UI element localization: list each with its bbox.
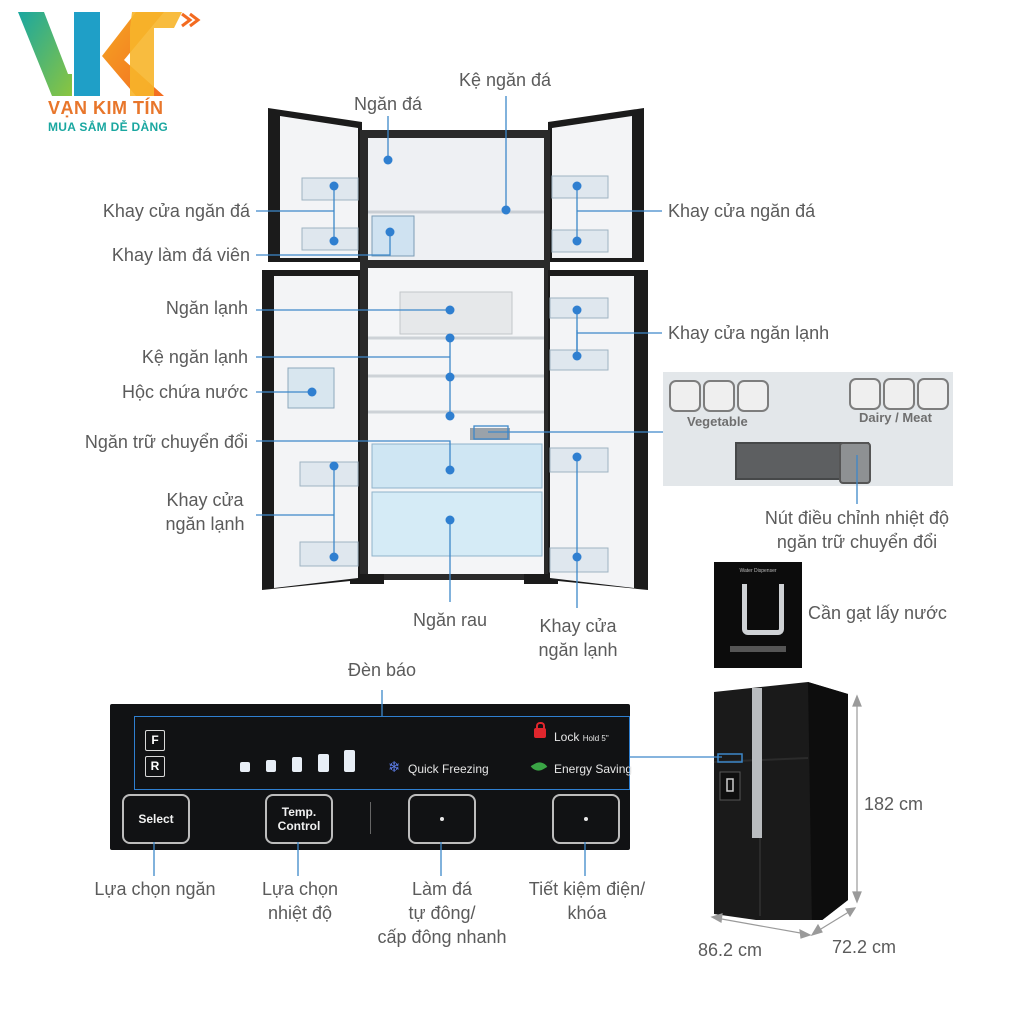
selector-knob[interactable]: [839, 442, 871, 484]
meat-icon: [917, 378, 949, 410]
brand-slogan: MUA SẮM DỄ DÀNG: [48, 120, 169, 134]
left-freezer-door: [268, 108, 362, 262]
label-line-1: Lựa chọn: [261, 879, 339, 899]
label-ngan-da: Ngăn đá: [353, 94, 423, 114]
label-ke-ngan-da: Kệ ngăn đá: [458, 70, 552, 90]
label-line-1: Làm đá: [411, 879, 473, 899]
label-hoc-chua-nuoc: Hộc chứa nước: [122, 382, 248, 402]
grapes-icon: [737, 380, 769, 412]
temp-level-3: [292, 757, 302, 772]
label-den-bao: Đèn báo: [347, 660, 417, 680]
dispenser-lever[interactable]: [742, 584, 784, 635]
label-line-2: ngăn trữ chuyển đổi: [776, 532, 938, 552]
label-nut-dieu-chinh: Nút điều chỉnh nhiệt độ ngăn trữ chuyển …: [732, 506, 982, 554]
conversion-selector-panel: Vegetable Dairy / Meat: [663, 372, 953, 486]
temp-level-4: [318, 754, 329, 772]
label-tiet-kiem: Tiết kiệm điện/ khóa: [510, 877, 664, 925]
fish-icon: [883, 378, 915, 410]
label-lua-chon-nhiet-do: Lựa chọn nhiệt độ: [238, 877, 362, 925]
energy-lock-button[interactable]: [552, 794, 620, 844]
label-lam-da: Làm đá tự đông/ cấp đông nhanh: [360, 877, 524, 949]
label-ngan-tru-chuyen-doi: Ngăn trữ chuyển đổi: [84, 432, 248, 452]
label-line-3: cấp đông nhanh: [377, 927, 507, 947]
label-line-2: ngăn lạnh: [538, 640, 618, 660]
label-line-1: Khay cửa: [539, 616, 617, 636]
brand-logo: VẠN KIM TÍN MUA SẮM DỄ DÀNG: [14, 8, 204, 138]
water-dispenser-closeup: Water Dispenser: [714, 562, 802, 668]
lock-hold-hint: Hold 5": [582, 734, 609, 743]
label-ngan-rau: Ngăn rau: [412, 610, 488, 630]
lock-text: Lock: [554, 730, 580, 744]
label-line-1: Nút điều chỉnh nhiệt độ: [764, 508, 950, 528]
dimension-depth: 72.2 cm: [832, 937, 897, 957]
label-can-gat-lay-nuoc: Cần gạt lấy nước: [808, 603, 947, 623]
label-khay-cua-ngan-lanh-left: Khay cửa ngăn lạnh: [140, 488, 270, 536]
control-panel: F R ❄ Quick Freezing Lock Hold 5" Energy…: [110, 704, 633, 850]
label-khay-cua-ngan-da-right: Khay cửa ngăn đá: [668, 201, 816, 221]
logo-mark: [18, 12, 201, 96]
tomato-icon: [703, 380, 735, 412]
dimension-width: 86.2 cm: [698, 940, 763, 960]
label-khay-cua-ngan-lanh-right: Khay cửa ngăn lạnh: [668, 323, 830, 343]
right-freezer-door: [548, 108, 644, 262]
temp-level-5: [344, 750, 355, 772]
cheese-icon: [849, 378, 881, 410]
label-lua-chon-ngan: Lựa chọn ngăn: [94, 879, 216, 899]
dispenser-caption: Water Dispenser: [739, 568, 777, 574]
freezer-indicator: F: [145, 730, 165, 751]
indicator-group-frame: [134, 716, 630, 790]
vegetable-label: Vegetable: [687, 414, 748, 429]
temp-control-button[interactable]: Temp. Control: [265, 794, 333, 844]
fridge-open-illustration: [262, 108, 648, 590]
label-line-2: nhiệt độ: [267, 903, 333, 923]
label-khay-lam-da-vien: Khay làm đá viên: [111, 245, 250, 265]
lock-icon: [534, 722, 546, 738]
label-line-2: khóa: [567, 903, 607, 923]
dispenser-tray: [730, 646, 786, 652]
panel-divider: [370, 802, 371, 834]
left-fridge-door: [262, 270, 360, 590]
label-ke-ngan-lanh: Kệ ngăn lạnh: [141, 347, 248, 367]
lock-label: Lock Hold 5": [554, 730, 609, 744]
brand-name: VẠN KIM TÍN: [48, 98, 164, 118]
label-line-1: Khay cửa: [166, 490, 244, 510]
temp-level-2: [266, 760, 276, 772]
label-line-1: Tiết kiệm điện/: [528, 879, 646, 899]
label-line-2: tự đông/: [408, 903, 476, 923]
ice-quick-freeze-button[interactable]: [408, 794, 476, 844]
energy-saving-label: Energy Saving: [554, 762, 633, 776]
fridge-closed-illustration: [713, 682, 848, 920]
label-ngan-lanh: Ngăn lạnh: [165, 298, 248, 318]
label-khay-cua-ngan-da-left: Khay cửa ngăn đá: [102, 201, 250, 221]
quick-freezing-label: Quick Freezing: [408, 762, 489, 776]
snowflake-icon: ❄: [388, 759, 401, 776]
carrot-icon: [669, 380, 701, 412]
dairy-meat-label: Dairy / Meat: [859, 410, 932, 425]
select-button[interactable]: Select: [122, 794, 190, 844]
dimension-height: 182 cm: [864, 794, 924, 814]
label-khay-cua-ngan-lanh-bottom: Khay cửa ngăn lạnh: [516, 614, 640, 662]
label-line-2: ngăn lạnh: [165, 514, 245, 534]
refrigerator-indicator: R: [145, 756, 165, 777]
temp-level-1: [240, 762, 250, 772]
